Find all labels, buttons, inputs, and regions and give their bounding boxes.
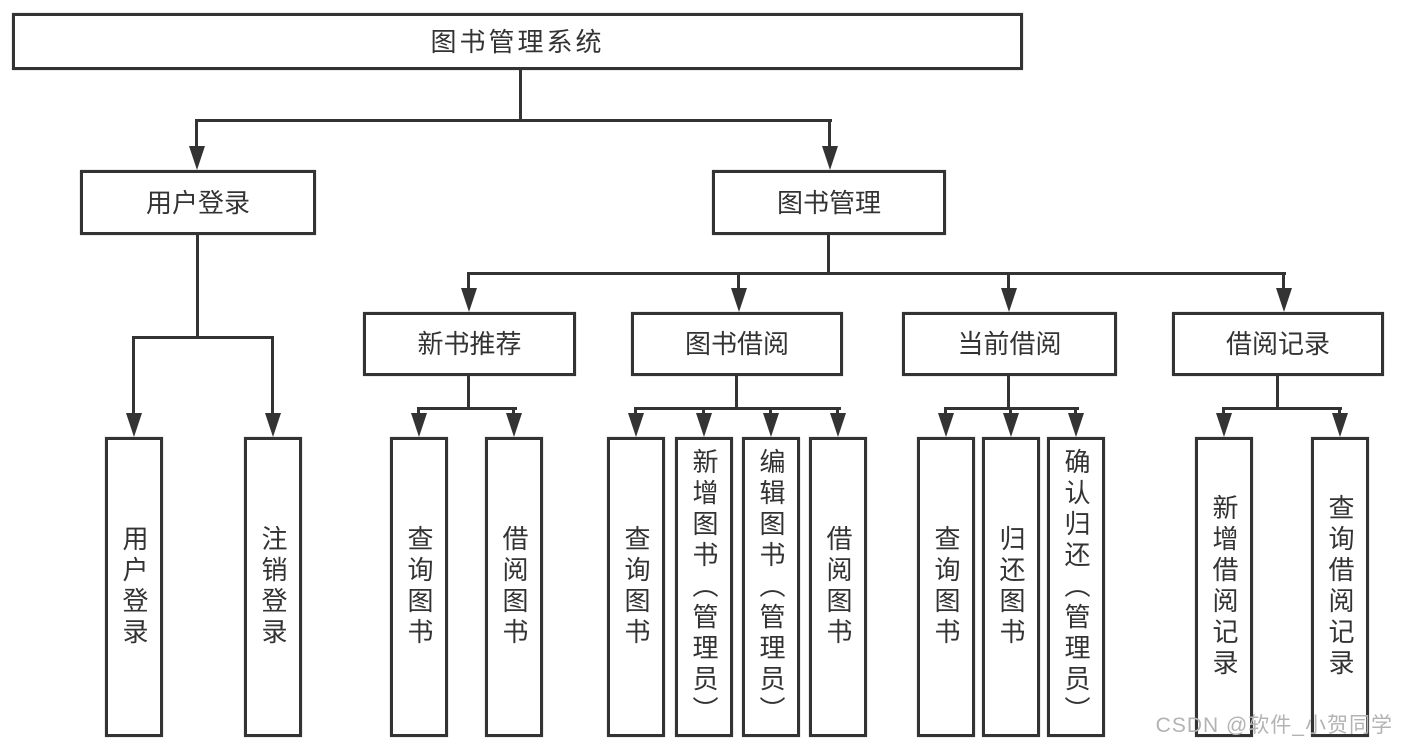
arrow-down-icon	[1068, 413, 1084, 437]
leaf-nr-borrow-book: 借阅图书	[485, 437, 543, 737]
leaf-nr-borrow-book-label: 借阅图书	[499, 525, 529, 649]
leaf-user-login-label: 用户登录	[119, 525, 149, 649]
leaf-br-add-record: 新增借阅记录	[1195, 437, 1253, 737]
connector-leaf-drop	[417, 407, 420, 417]
leaf-user-login: 用户登录	[105, 437, 163, 737]
arrow-down-icon	[506, 413, 522, 437]
leaf-br-query-record: 查询借阅记录	[1311, 437, 1369, 737]
connector-borrow-record-stem	[1276, 376, 1279, 410]
node-root-system: 图书管理系统	[12, 13, 1023, 70]
arrow-down-icon	[822, 146, 838, 170]
connector-nr-rail	[417, 407, 517, 410]
arrow-down-icon	[461, 288, 477, 312]
connector-leaf-drop	[702, 407, 705, 417]
connector-leaf-drop	[132, 336, 135, 417]
arrow-down-icon	[731, 288, 747, 312]
connector-user-login-rail	[132, 336, 274, 339]
leaf-cb-return-book-label: 归还图书	[996, 525, 1026, 649]
leaf-bb-add-book-label: 新增图书（管理员）	[689, 447, 719, 727]
arrow-down-icon	[938, 413, 954, 437]
node-borrow-record-label: 借阅记录	[1225, 329, 1330, 359]
connector-module-drop	[467, 272, 470, 292]
leaf-bb-edit-book: 编辑图书（管理员）	[742, 437, 800, 737]
connector-br-rail	[1222, 407, 1342, 410]
leaf-bb-borrow-book: 借阅图书	[809, 437, 867, 737]
arrow-down-icon	[265, 413, 281, 437]
connector-module-drop	[737, 272, 740, 292]
node-new-book-recommend: 新书推荐	[363, 312, 576, 376]
node-user-login: 用户登录	[80, 170, 316, 235]
leaf-cb-query-book-label: 查询图书	[931, 525, 961, 649]
leaf-br-add-record-label: 新增借阅记录	[1209, 494, 1239, 680]
arrow-down-icon	[763, 413, 779, 437]
connector-leaf-drop	[944, 407, 947, 417]
leaf-logout-label: 注销登录	[258, 525, 288, 649]
leaf-cb-query-book: 查询图书	[917, 437, 975, 737]
connector-leaf-drop	[1338, 407, 1341, 417]
connector-leaf-drop	[1222, 407, 1225, 417]
connector-level2-rail	[195, 119, 832, 122]
arrow-down-icon	[411, 413, 427, 437]
arrow-down-icon	[830, 413, 846, 437]
connector-root-stem	[519, 70, 522, 122]
arrow-down-icon	[126, 413, 142, 437]
node-book-borrow: 图书借阅	[631, 312, 843, 376]
connector-book-management-drop	[828, 119, 831, 150]
node-book-borrow-label: 图书借阅	[684, 329, 789, 359]
leaf-cb-confirm-return: 确认归还（管理员）	[1047, 437, 1105, 737]
node-book-management: 图书管理	[712, 170, 946, 235]
arrow-down-icon	[189, 146, 205, 170]
leaf-bb-borrow-book-label: 借阅图书	[823, 525, 853, 649]
connector-leaf-drop	[634, 407, 637, 417]
leaf-logout: 注销登录	[244, 437, 302, 737]
arrow-down-icon	[1332, 413, 1348, 437]
connector-level3-rail	[467, 272, 1286, 275]
connector-book-management-stem	[827, 235, 830, 275]
node-book-management-label: 图书管理	[776, 187, 881, 218]
connector-leaf-drop	[271, 336, 274, 417]
csdn-watermark: CSDN @软件_小贺同学	[1155, 714, 1393, 737]
arrow-down-icon	[696, 413, 712, 437]
leaf-nr-query-book-label: 查询图书	[404, 525, 434, 649]
arrow-down-icon	[1276, 288, 1292, 312]
connector-module-drop	[1007, 272, 1010, 292]
leaf-cb-return-book: 归还图书	[982, 437, 1040, 737]
leaf-cb-confirm-return-label: 确认归还（管理员）	[1061, 447, 1091, 727]
connector-user-login-stem	[196, 235, 199, 338]
connector-leaf-drop	[1009, 407, 1012, 417]
connector-user-login-drop	[195, 119, 198, 150]
leaf-bb-query-book-label: 查询图书	[621, 525, 651, 649]
node-new-book-recommend-label: 新书推荐	[417, 329, 522, 359]
connector-book-borrow-stem	[735, 376, 738, 410]
arrow-down-icon	[1216, 413, 1232, 437]
connector-current-borrow-stem	[1007, 376, 1010, 410]
node-borrow-record: 借阅记录	[1172, 312, 1384, 376]
connector-leaf-drop	[836, 407, 839, 417]
connector-bb-rail	[634, 407, 841, 410]
leaf-bb-query-book: 查询图书	[607, 437, 665, 737]
connector-leaf-drop	[769, 407, 772, 417]
connector-leaf-drop	[1074, 407, 1077, 417]
arrow-down-icon	[1001, 288, 1017, 312]
arrow-down-icon	[1003, 413, 1019, 437]
leaf-bb-edit-book-label: 编辑图书（管理员）	[756, 447, 786, 727]
leaf-bb-add-book: 新增图书（管理员）	[675, 437, 733, 737]
leaf-nr-query-book: 查询图书	[390, 437, 448, 737]
arrow-down-icon	[628, 413, 644, 437]
connector-module-drop	[1282, 272, 1285, 292]
connector-new-book-recommend-stem	[467, 376, 470, 410]
leaf-br-query-record-label: 查询借阅记录	[1325, 494, 1355, 680]
node-current-borrow-label: 当前借阅	[957, 329, 1062, 359]
node-root-label: 图书管理系统	[430, 26, 605, 57]
connector-leaf-drop	[512, 407, 515, 417]
node-current-borrow: 当前借阅	[902, 312, 1117, 376]
node-user-login-label: 用户登录	[145, 187, 250, 218]
